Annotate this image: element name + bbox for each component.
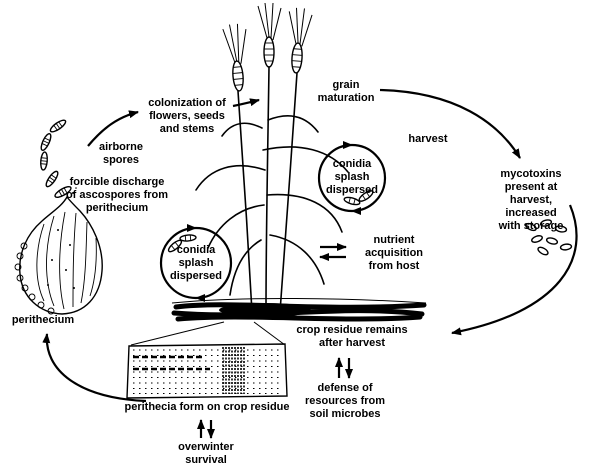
mycotoxin-spores-icon bbox=[525, 219, 573, 256]
ascospore-icon bbox=[49, 119, 67, 133]
overwinter-exchange-arrows bbox=[197, 419, 215, 439]
ascospore-icons bbox=[40, 119, 72, 198]
defense-exchange-arrows bbox=[335, 357, 353, 379]
arrow-mycotoxins-to-residue bbox=[451, 204, 578, 336]
wheat-head-icon bbox=[257, 2, 282, 68]
ascospore-icon bbox=[54, 186, 72, 198]
arrow-spores-to-colonization bbox=[87, 110, 139, 147]
arrow-colonization-to-plant bbox=[232, 98, 260, 108]
ascospore-icon bbox=[40, 133, 52, 151]
ascospore-icon bbox=[45, 170, 59, 188]
arrow-grain-to-mycotoxins bbox=[379, 88, 521, 159]
ascospore-icon bbox=[40, 151, 48, 171]
wheat-plant-drawing bbox=[195, 2, 349, 313]
arrow-residue-to-perithecium bbox=[42, 333, 147, 403]
wheat-head-icon bbox=[288, 7, 313, 74]
conidium-icon bbox=[358, 190, 374, 202]
nutrient-exchange-arrows bbox=[319, 243, 347, 261]
soil-drawing bbox=[171, 297, 427, 322]
conidium-icon bbox=[179, 234, 197, 242]
conidia-circle-upper bbox=[317, 141, 387, 215]
crop-residue-drawing bbox=[126, 321, 288, 399]
perithecium-drawing bbox=[14, 187, 103, 315]
wheat-head-icon bbox=[222, 23, 247, 92]
conidium-icon bbox=[343, 196, 361, 206]
conidia-circle-lower bbox=[159, 224, 233, 302]
